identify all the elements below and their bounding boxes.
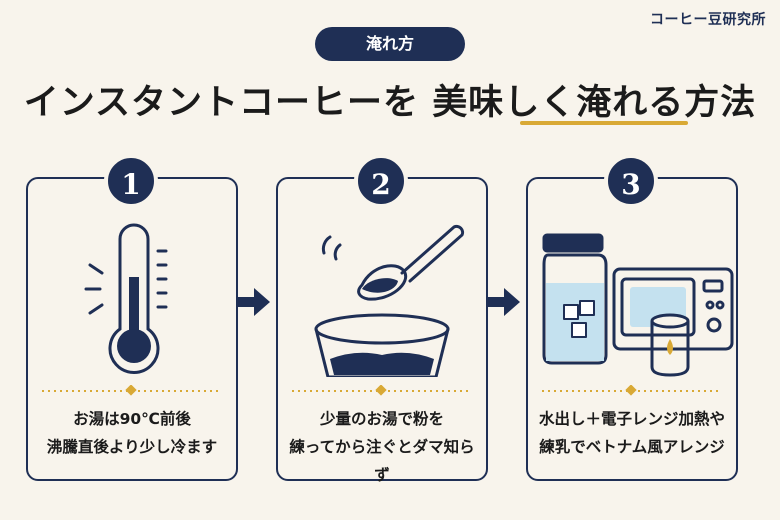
- step-description: お湯は90℃前後 沸騰直後より少し冷ます: [32, 405, 232, 461]
- step-number-badge: 2: [354, 154, 408, 208]
- step-line-2: 沸騰直後より少し冷ます: [46, 438, 218, 456]
- step-card-2: 2 少量のお湯で粉を 練ってから注ぐとダマ知らず: [276, 154, 488, 484]
- dotted-divider: [542, 385, 722, 396]
- dotted-divider: [42, 385, 222, 396]
- step-description: 水出し＋電子レンジ加熱や 練乳でベトナム風アレンジ: [532, 405, 732, 461]
- arrow-right-icon: [236, 288, 270, 316]
- dotted-divider: [292, 385, 472, 396]
- step-line-1: お湯は90℃前後: [73, 410, 191, 428]
- step-line-1: 水出し＋電子レンジ加熱や: [538, 410, 725, 428]
- step-description: 少量のお湯で粉を 練ってから注ぐとダマ知らず: [282, 405, 482, 489]
- step-line-2: 練乳でベトナム風アレンジ: [539, 438, 725, 456]
- spoon-bowl-icon: [314, 224, 465, 377]
- step-number-badge: 1: [104, 154, 158, 208]
- step-card-3: 3 水出し＋電子レンジ加熱や 練乳でベトナム風アレンジ: [526, 154, 738, 481]
- brand-name: コーヒー豆研究所: [650, 12, 766, 28]
- jar-microwave-icon: [542, 233, 734, 377]
- step-line-2: 練ってから注ぐとダマ知らず: [289, 438, 475, 484]
- title-underline: [520, 121, 688, 125]
- page-title: インスタントコーヒーを 美味しく淹れる方法: [23, 83, 757, 123]
- step-number-badge: 3: [604, 154, 658, 208]
- arrow-right-icon: [486, 288, 520, 316]
- step-line-1: 少量のお湯で粉を: [319, 410, 444, 428]
- thermometer-icon: [84, 223, 168, 374]
- category-pill: 淹れ方: [315, 27, 465, 61]
- step-card-1: 1 お湯は90℃前後 沸騰直後より少し冷ます: [26, 154, 238, 481]
